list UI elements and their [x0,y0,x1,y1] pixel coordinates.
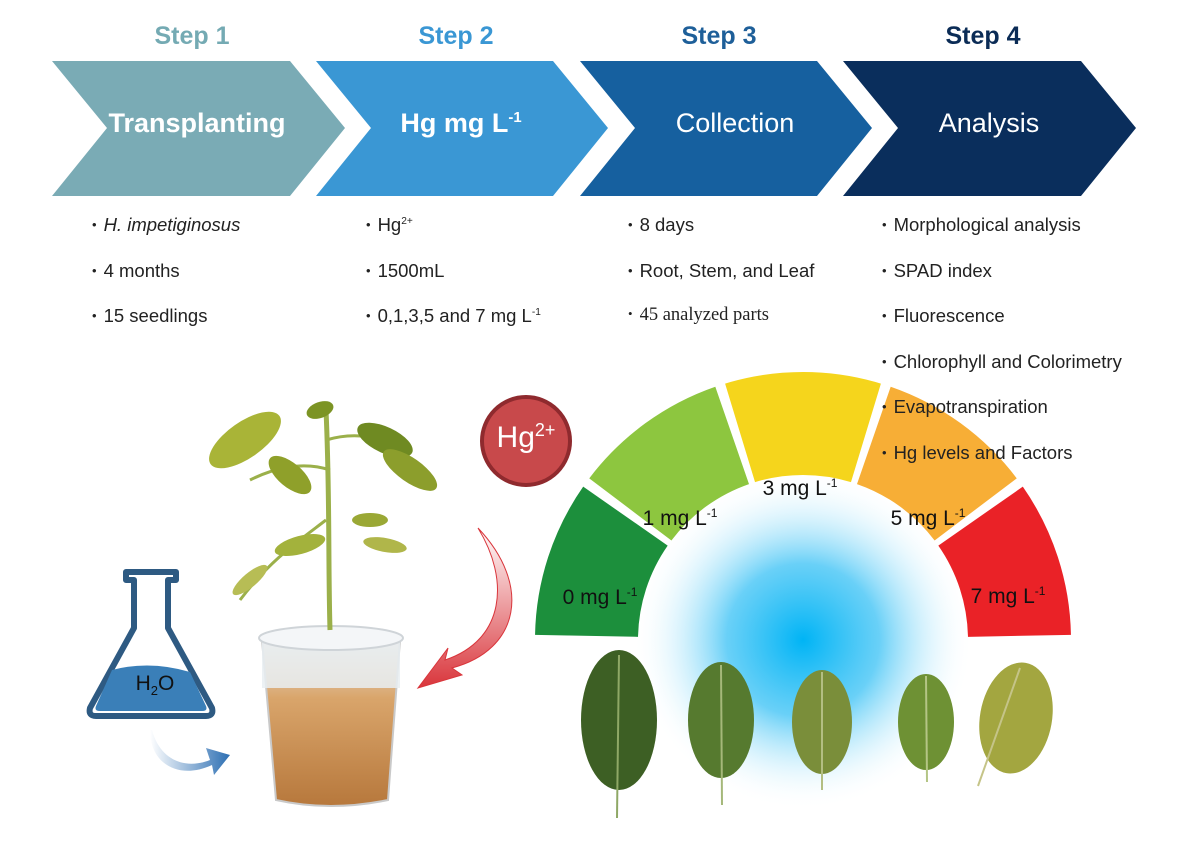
chevron-label-hg-text: Hg mg L [400,108,509,138]
chevron-step-2 [316,61,608,196]
bullet-species: H. impetiginosus [92,214,241,260]
bullet-age: 4 months [92,260,240,306]
gauge-label-1: 1 mg L-1 [643,506,718,530]
leaf-samples [581,650,1053,819]
chevron-label-collection: Collection [675,108,795,138]
step-4-bullets: Morphological analysis SPAD index Fluore… [882,214,1122,487]
flask-icon [86,569,216,719]
step-1-title: Step 1 [154,22,230,50]
step-1-bullets: H. impetiginosus 4 months 15 seedlings [92,214,241,351]
bullet-morphological: Morphological analysis [882,214,1122,260]
step-2-title: Step 2 [418,22,494,50]
hg-badge-circle [480,395,572,487]
chevron-label-hg-sup: -1 [508,110,522,126]
gauge-label-4: 7 mg L-1 [971,584,1046,608]
bullet-evapotranspiration: Evapotranspiration [882,396,1122,442]
blue-curved-arrow [150,730,230,775]
bullet-volume: 1500mL [366,260,541,306]
bullet-days: 8 days [628,214,814,260]
bullet-hg: Hg2+ [366,214,541,260]
bullet-concentrations: 0,1,3,5 and 7 mg L-1 [366,305,541,351]
chevron-label-transplanting: Transplanting [108,108,286,138]
hg-badge-label: Hg2+ [496,420,556,454]
gauge-label-0: 0 mg L-1 [563,585,638,609]
gauge-segment-2 [725,372,881,483]
chevron-label-analysis: Analysis [938,108,1040,138]
step-3-bullets: 8 days Root, Stem, and Leaf 45 analyzed … [628,214,815,351]
step-2-bullets: Hg2+ 1500mL 0,1,3,5 and 7 mg L-1 [366,214,541,351]
bullet-organs: Root, Stem, and Leaf [628,260,815,306]
plant-in-pot [209,401,438,807]
chevron-step-3 [580,61,872,196]
bullet-seedlings: 15 seedlings [92,305,240,351]
leaf-0 [581,650,657,819]
bullet-fluorescence: Fluorescence [882,305,1122,351]
chevron-label-hg-mg-l: Hg mg L-1 [336,108,586,139]
leaf-7 [977,662,1053,787]
step-4-title: Step 4 [945,22,1021,50]
chevron-step-1 [52,61,345,196]
flask-label: H2O [135,672,175,699]
leaf-5 [898,674,954,783]
gauge-segment-1 [589,386,750,541]
chevron-step-4 [843,61,1136,196]
bullet-spad: SPAD index [882,260,1122,306]
step-3-title: Step 3 [681,22,757,50]
red-curved-arrow [416,527,513,689]
gauge-segment-4 [938,486,1071,637]
leaf-3 [792,670,852,790]
bullet-hg-levels: Hg levels and Factors [882,442,1122,488]
gauge-segment-0 [535,486,668,637]
gauge-label-3: 5 mg L-1 [891,506,966,530]
bullet-parts: 45 analyzed parts [628,305,814,351]
bullet-chlorophyll: Chlorophyll and Colorimetry [882,351,1122,397]
gauge-label-2: 3 mg L-1 [763,476,838,500]
leaf-1 [688,662,754,806]
